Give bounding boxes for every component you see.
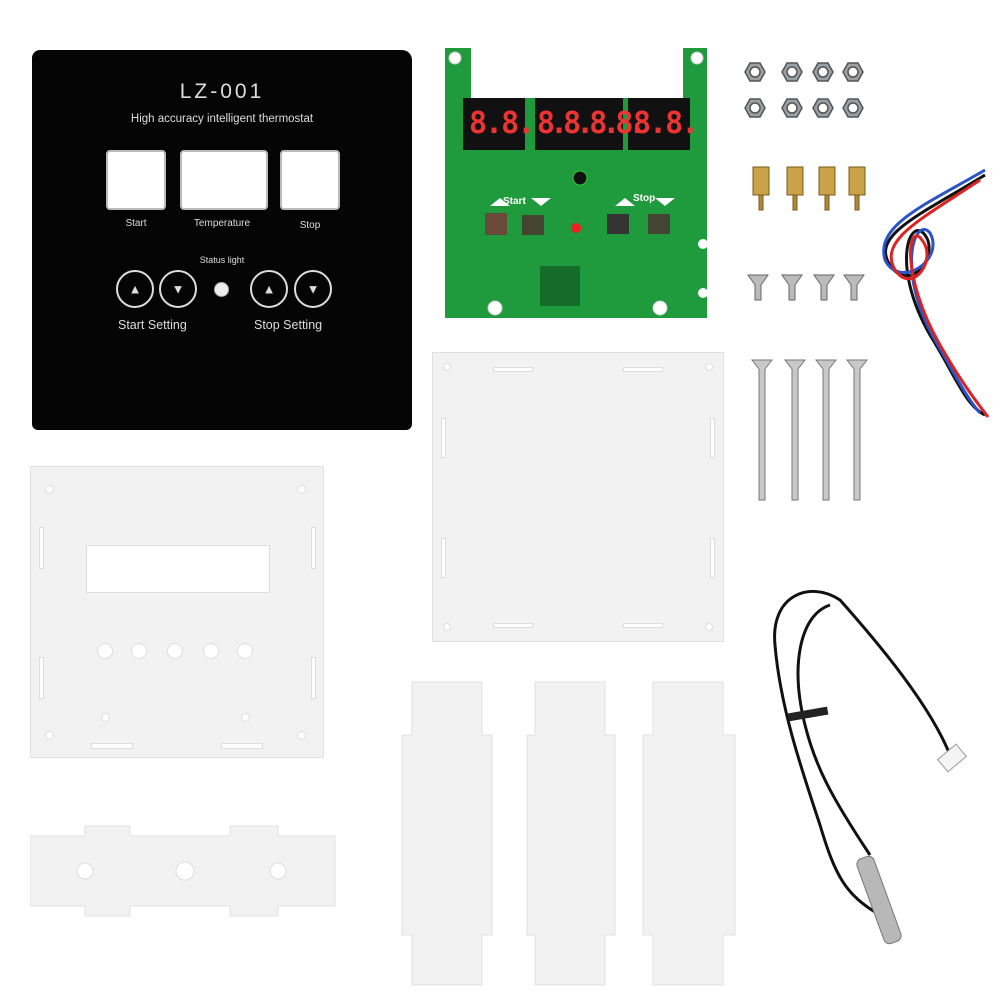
start-setting-label: Start Setting xyxy=(118,318,187,332)
stop-down-button: ▼ xyxy=(294,270,332,308)
down-arrow-icon: ▼ xyxy=(171,281,185,297)
wire-bundle xyxy=(882,168,990,418)
pcb-start-label: Start xyxy=(503,196,526,207)
front-panel-overlay: LZ-001 High accuracy intelligent thermos… xyxy=(32,50,412,430)
up-arrow-icon: ▲ xyxy=(262,281,276,297)
down-arrow-icon: ▼ xyxy=(306,281,320,297)
subtitle-label: High accuracy intelligent thermostat xyxy=(130,113,314,125)
side-piece-3 xyxy=(642,681,736,986)
display-middle: 8.8.8.8. xyxy=(537,106,646,141)
temperature-label: Temperature xyxy=(193,218,251,229)
stop-up-button: ▲ xyxy=(250,270,288,308)
acrylic-bottom-strip xyxy=(30,825,336,917)
temperature-display-window xyxy=(180,150,268,210)
start-down-button: ▼ xyxy=(159,270,197,308)
short-screws xyxy=(747,274,865,301)
acrylic-front-plate xyxy=(30,466,324,758)
acrylic-side-pieces xyxy=(401,681,736,986)
display-right: 8.8. xyxy=(633,106,699,141)
side-piece-2 xyxy=(526,681,616,986)
stop-label: Stop xyxy=(299,220,321,231)
hex-nuts xyxy=(744,62,864,118)
long-screws xyxy=(750,359,869,501)
status-light-label: Status light xyxy=(199,255,245,265)
pcb-stop-label: Stop xyxy=(633,193,656,204)
start-up-button: ▲ xyxy=(116,270,154,308)
start-display-window xyxy=(106,150,166,210)
acrylic-back-plate xyxy=(432,352,724,642)
side-piece-1 xyxy=(401,681,493,986)
brass-standoffs xyxy=(752,166,866,211)
stop-setting-label: Stop Setting xyxy=(254,318,323,332)
hardware-parts xyxy=(744,62,990,501)
up-arrow-icon: ▲ xyxy=(128,281,142,297)
stop-display-window xyxy=(280,150,340,210)
status-light xyxy=(214,282,229,297)
display-left: 8.8. xyxy=(469,106,535,141)
start-label: Start xyxy=(125,218,147,229)
display-cutout xyxy=(86,545,270,593)
temperature-probe xyxy=(773,590,968,945)
model-label: LZ-001 xyxy=(179,80,265,103)
pcb-board: 8.8. 8.8.8.8. 8.8. Start Stop xyxy=(445,48,707,318)
